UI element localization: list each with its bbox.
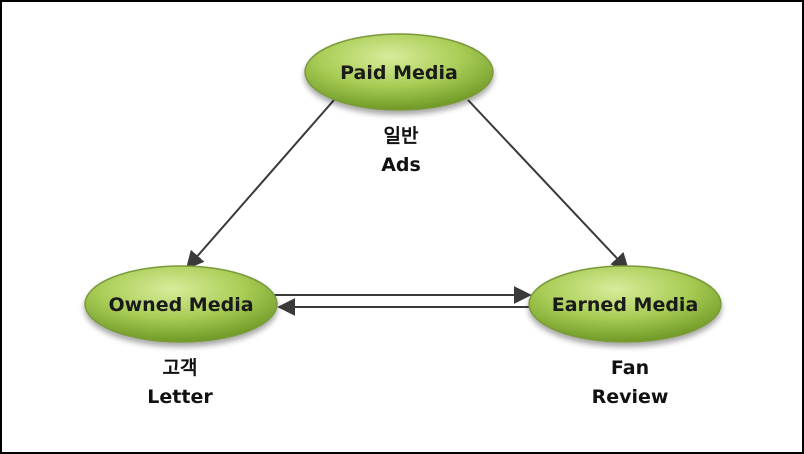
earned-media-caption-line-1: Fan	[610, 357, 650, 379]
owned-media-caption: 고객 Letter	[110, 354, 250, 412]
node-paid-media	[304, 33, 494, 111]
edge-paid-to-owned	[185, 99, 335, 270]
node-earned-media-label: Earned Media	[552, 294, 699, 316]
paid-media-caption: 일반 Ads	[331, 122, 471, 180]
owned-media-caption-line-1: 고객	[162, 357, 198, 379]
earned-media-caption: Fan Review	[560, 354, 700, 412]
node-paid-media-label: Paid Media	[340, 62, 458, 84]
node-owned-media	[84, 265, 278, 343]
owned-media-caption-line-2: Letter	[147, 386, 213, 408]
earned-media-caption-line-2: Review	[591, 386, 669, 408]
paid-media-caption-line-2: Ads	[381, 154, 421, 176]
edge-paid-to-earned	[467, 99, 630, 272]
paid-media-caption-line-1: 일반	[383, 125, 419, 147]
node-earned-media	[528, 265, 722, 343]
node-owned-media-label: Owned Media	[108, 294, 253, 316]
